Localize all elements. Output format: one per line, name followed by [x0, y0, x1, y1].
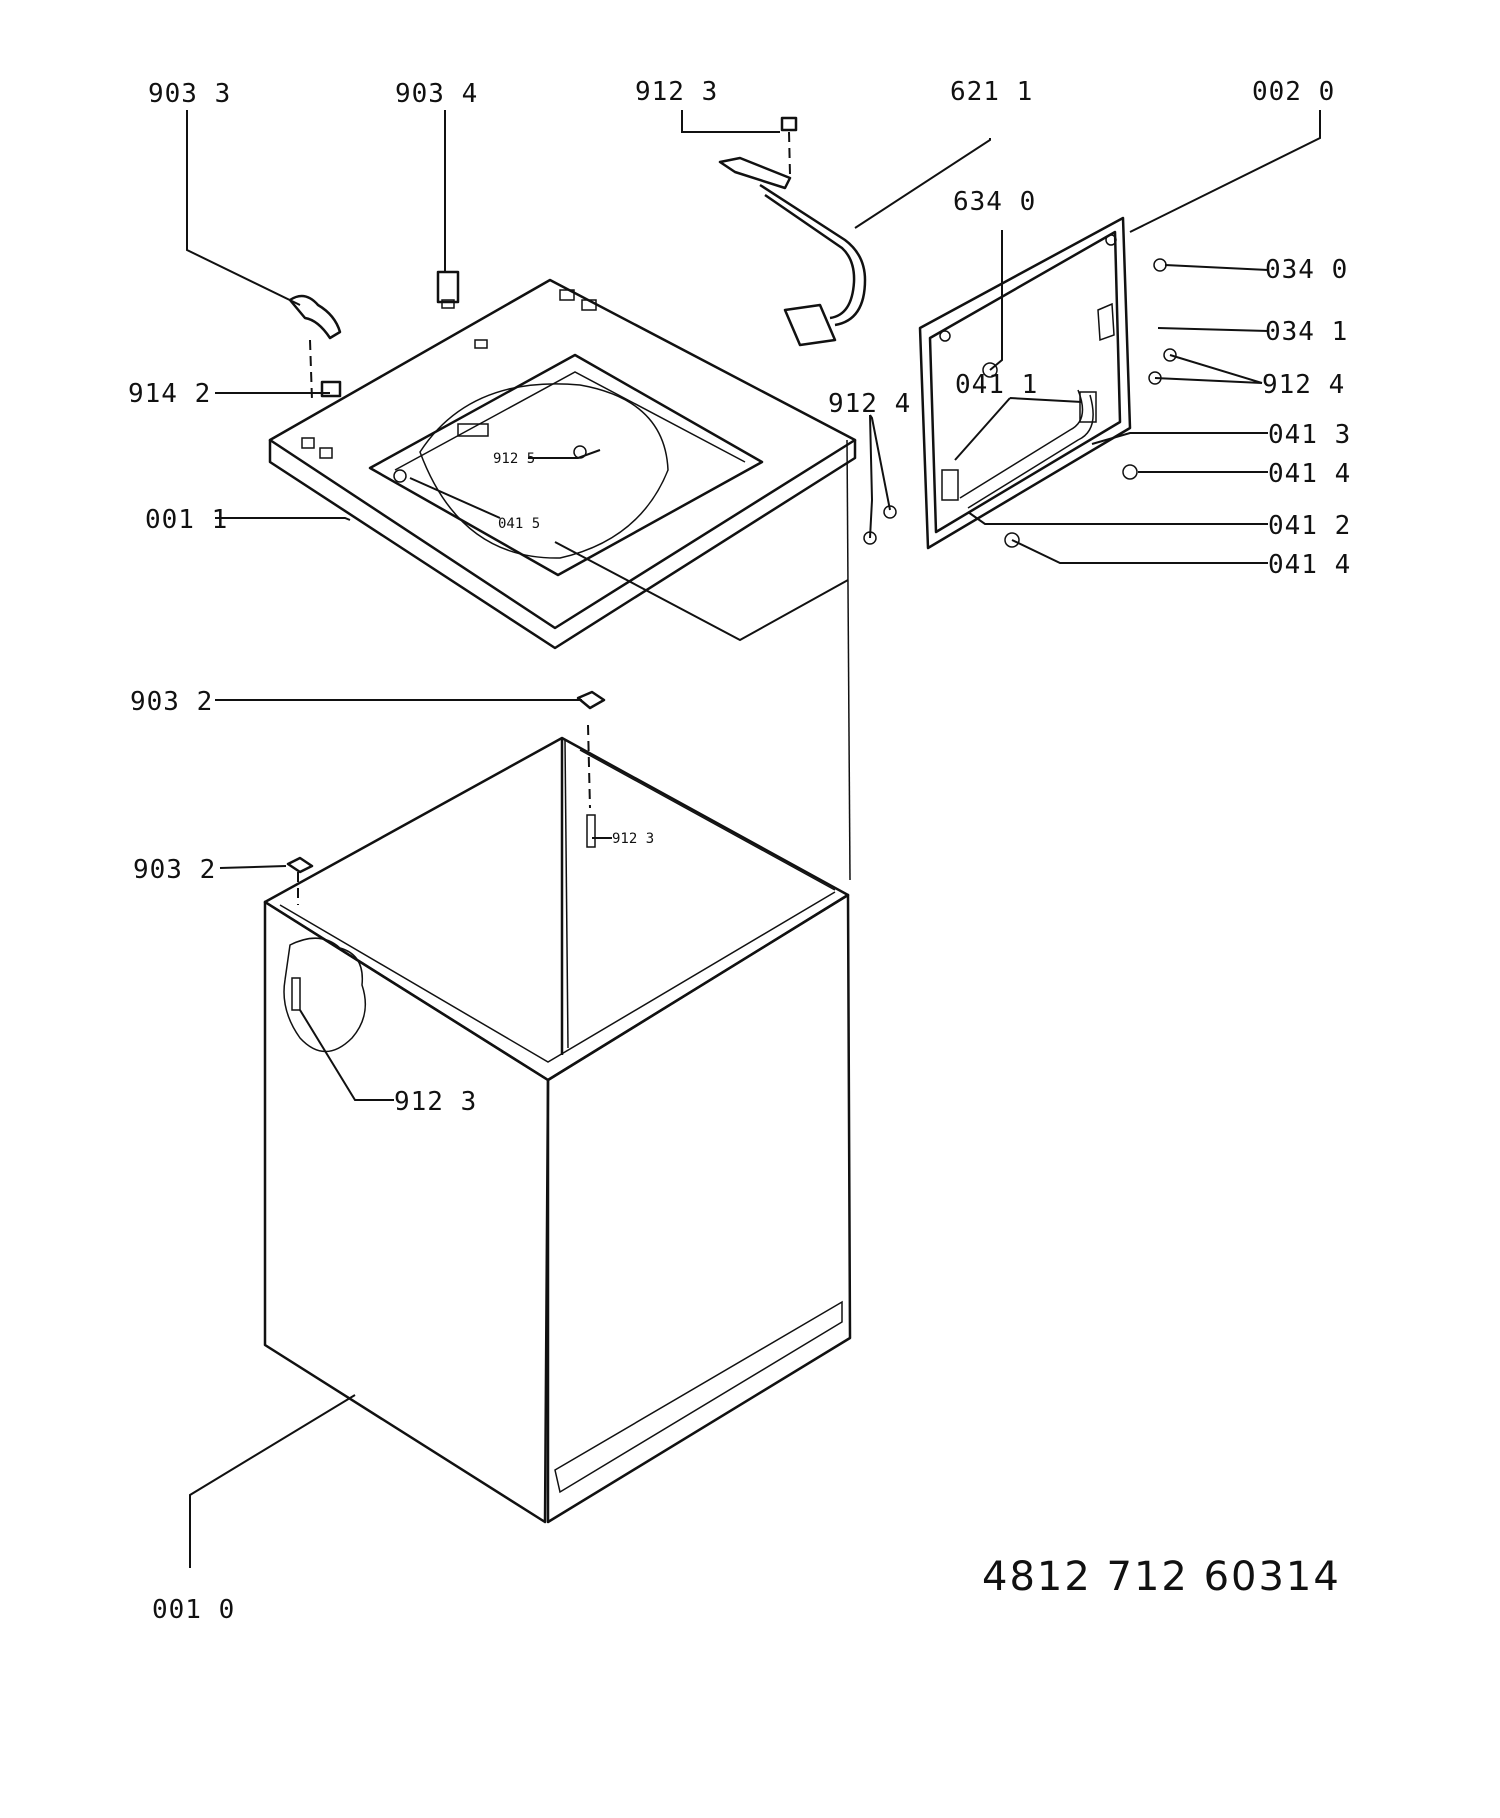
label-912-5: 912 5 [493, 451, 535, 467]
label-912-4-left: 912 4 [828, 389, 911, 419]
label-903-2-b: 903 2 [133, 855, 216, 885]
label-912-4-right: 912 4 [1262, 370, 1345, 400]
top-lid-panel [268, 278, 857, 650]
label-041-4-a: 041 4 [1268, 459, 1351, 489]
label-034-1: 034 1 [1265, 317, 1348, 347]
label-912-3-mid: 912 3 [612, 831, 654, 847]
clip-part [288, 294, 342, 401]
label-903-4: 903 4 [395, 79, 478, 109]
label-912-3-top: 912 3 [635, 77, 718, 107]
label-621-1: 621 1 [950, 77, 1033, 107]
label-041-3: 041 3 [1268, 420, 1351, 450]
document-number: 4812 712 60314 [982, 1554, 1341, 1600]
label-001-0: 001 0 [152, 1595, 235, 1625]
leader-lines [186, 110, 1321, 1568]
label-634-0: 634 0 [953, 187, 1036, 217]
switch-wire-part [718, 116, 867, 347]
label-001-1: 001 1 [145, 505, 228, 535]
label-002-0: 002 0 [1252, 77, 1335, 107]
bracket-part [436, 270, 460, 309]
cabinet-body [263, 724, 852, 1524]
label-914-2: 914 2 [128, 379, 211, 409]
corner-clip-part [576, 690, 606, 710]
nut-part [320, 380, 342, 398]
label-034-0: 034 0 [1265, 255, 1348, 285]
label-041-1: 041 1 [955, 370, 1038, 400]
label-041-2: 041 2 [1268, 511, 1351, 541]
label-041-4-b: 041 4 [1268, 550, 1351, 580]
label-903-2-a: 903 2 [130, 687, 213, 717]
corner-clip-part-left [286, 856, 314, 874]
label-912-3-low: 912 3 [394, 1087, 477, 1117]
label-903-3: 903 3 [148, 79, 231, 109]
label-041-5: 041 5 [498, 516, 540, 532]
